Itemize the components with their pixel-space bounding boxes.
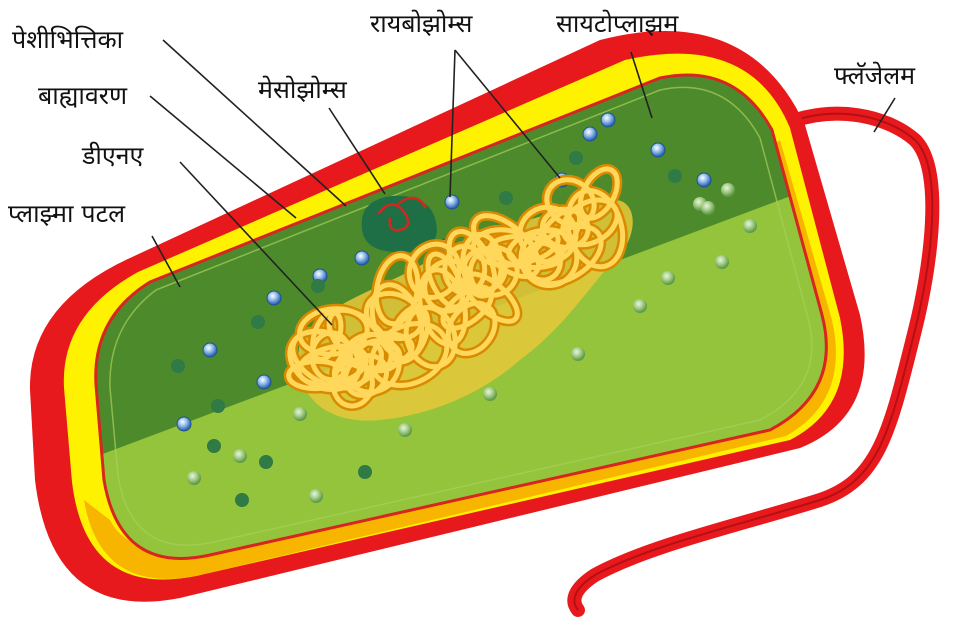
ribosome: [187, 471, 201, 485]
ribosome: [259, 455, 273, 469]
label-mesosome: मेसोझोम्स: [258, 75, 348, 104]
ribosome: [235, 493, 249, 507]
ribosome: [701, 201, 715, 215]
ribosome: [177, 417, 191, 431]
ribosome: [257, 375, 271, 389]
ribosome: [569, 151, 583, 165]
ribosome: [721, 183, 735, 197]
ribosome: [233, 449, 247, 463]
ribosome: [267, 291, 281, 305]
ribosome: [633, 299, 647, 313]
ribosome: [211, 399, 225, 413]
label-flagellum: फ्लॅजेलम: [834, 61, 916, 90]
label-cell-wall: पेशीभित्तिका: [12, 25, 124, 54]
label-cytoplasm: सायटोप्लाझम: [556, 9, 679, 38]
ribosome: [293, 407, 307, 421]
ribosome: [743, 219, 757, 233]
ribosome: [651, 143, 665, 157]
ribosome: [309, 489, 323, 503]
ribosome: [583, 127, 597, 141]
ribosome: [358, 465, 372, 479]
leader-capsule: [150, 96, 296, 218]
label-plasma-membrane: प्लाझ्मा पटल: [8, 199, 126, 228]
ribosome: [483, 387, 497, 401]
ribosome: [697, 173, 711, 187]
ribosome: [445, 195, 459, 209]
ribosome: [715, 255, 729, 269]
ribosome: [203, 343, 217, 357]
label-capsule: बाह्यावरण: [38, 81, 128, 110]
ribosome: [571, 347, 585, 361]
ribosome: [207, 439, 221, 453]
ribosome: [601, 113, 615, 127]
ribosome: [355, 251, 369, 265]
ribosome: [311, 279, 325, 293]
leader-cell-wall: [163, 40, 346, 206]
ribosome: [398, 423, 412, 437]
ribosome: [499, 191, 513, 205]
ribosome: [171, 359, 185, 373]
ribosome: [661, 271, 675, 285]
label-dna: डीएनए: [81, 141, 145, 170]
ribosome: [668, 169, 682, 183]
label-ribosomes: रायबोझोम्स: [370, 9, 473, 38]
ribosome: [251, 315, 265, 329]
